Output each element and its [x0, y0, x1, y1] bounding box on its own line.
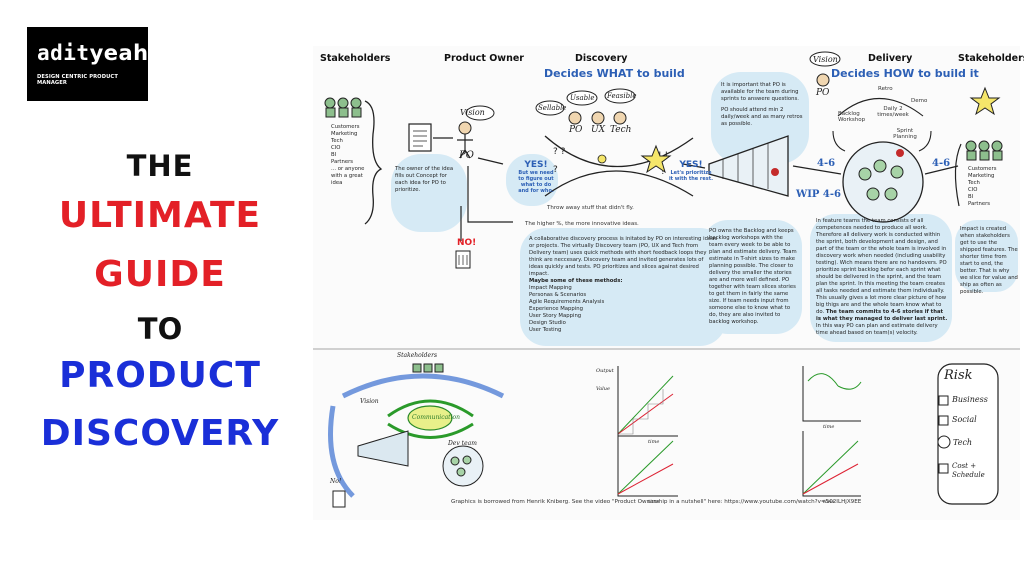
delivery-note-blob	[810, 214, 952, 342]
chart4-xlabel: time	[823, 499, 835, 505]
svg-text:NO!: NO!	[457, 238, 476, 248]
retro-label: Retro	[878, 86, 893, 92]
feasible-label: Feasible	[607, 92, 637, 100]
vision-label: Vision	[460, 108, 485, 117]
risk-heading: Risk	[944, 368, 973, 383]
chart1-value-label: Value	[596, 386, 610, 392]
po-discovery-label: PO	[569, 125, 583, 135]
daily-label: Daily 2 times/week	[877, 106, 909, 118]
header-product-owner: Product Owner	[444, 53, 524, 64]
impact-note-blob	[955, 220, 1018, 292]
decides-how-heading: Decides HOW to build it	[831, 67, 979, 80]
svg-text:? ?: ? ?	[553, 147, 566, 157]
higher-pct-text: The higher %, the more innovative ideas.	[525, 221, 639, 227]
svg-text:?: ?	[553, 165, 558, 175]
demo-label: Demo	[911, 98, 928, 104]
backlog-note-blob	[702, 220, 802, 334]
title-line-ultimate: ULTIMATE	[58, 195, 262, 236]
risk-business: Business	[952, 395, 988, 404]
logo-name: adityeah	[37, 41, 149, 65]
vision-delivery-label: Vision	[813, 55, 838, 64]
poster-sketches: NO! ? ? ? ! ! !	[313, 51, 1020, 508]
usable-label: Usable	[570, 94, 595, 102]
backlog-workshop-label: Backlog Workshop	[838, 111, 866, 123]
header-stakeholders-right: Stakeholders	[958, 53, 1024, 64]
owner-idea-note: The owner of the idea fills out Concept …	[395, 166, 454, 193]
rate-out-label: 4-6	[932, 158, 951, 169]
owner-note-blob	[391, 154, 467, 232]
discovery-note-blob	[520, 228, 726, 346]
sketch-communication-label: Communication	[412, 414, 460, 421]
svg-text:!: !	[661, 167, 665, 177]
chart2-xlabel: time	[648, 499, 660, 505]
po-delivery-label: PO	[816, 88, 830, 98]
yes-note-blob	[506, 154, 558, 206]
sketch-dev-team-label: Dev team	[448, 440, 477, 447]
header-stakeholders-left: Stakeholders	[320, 53, 391, 64]
sprint-planning-label: Sprint Planning	[893, 128, 917, 140]
impact-note: Impact is created when stakeholders get …	[960, 226, 1018, 295]
po-available-note: It is important that PO is available for…	[721, 82, 803, 127]
sketch-vision-label: Vision	[360, 398, 379, 405]
backlog-note: PO owns the Backlog and keeps backlog wo…	[709, 228, 797, 325]
throw-away-text: Throw away stuff that didn't fly.	[547, 205, 634, 211]
title-line-discovery: DISCOVERY	[40, 413, 280, 454]
logo-tagline: DESIGN CENTRIC PRODUCT MANAGER	[37, 74, 118, 86]
wip-label: WIP 4-6	[796, 189, 841, 200]
delivery-note: In feature teams the team consists of al…	[816, 218, 948, 336]
title-line-product: PRODUCT	[59, 355, 261, 396]
brand-logo: adityeah DESIGN CENTRIC PRODUCT MANAGER	[27, 27, 148, 101]
sketch-no-label: No!	[330, 478, 342, 485]
yes-block-2: YES! Let's prioritize it with the rest.	[668, 160, 714, 182]
chart1-ylabel: Output	[596, 368, 614, 374]
yes-block-1: YES! But we need to figure out what to d…	[518, 160, 554, 194]
header-discovery: Discovery	[575, 53, 628, 64]
risk-cost: Cost + Schedule	[952, 462, 985, 479]
risk-social: Social	[952, 415, 977, 424]
po-label: PO	[459, 150, 474, 161]
risk-tech: Tech	[953, 438, 973, 447]
discovery-note: A collaborative discovery process is ini…	[529, 236, 718, 333]
title-line-the: THE	[126, 149, 194, 183]
decides-what-heading: Decides WHAT to build	[544, 67, 685, 80]
title-line-to: TO	[137, 312, 183, 346]
rate-in-label: 4-6	[817, 158, 836, 169]
chart1-xlabel: time	[648, 439, 660, 445]
credit-caption: Graphics is borrowed from Henrik Kniberg…	[451, 499, 862, 505]
title-line-guide: GUIDE	[94, 254, 226, 295]
ux-label: UX	[591, 125, 605, 135]
product-ownership-poster: Stakeholders Product Owner Discovery Del…	[313, 46, 1024, 520]
sketch-stakeholders-label: Stakeholders	[397, 352, 438, 359]
sellable-label: Sellable	[538, 104, 567, 112]
header-delivery: Delivery	[868, 53, 913, 64]
tech-label: Tech	[610, 125, 632, 135]
chart3-xlabel: time	[823, 424, 835, 430]
